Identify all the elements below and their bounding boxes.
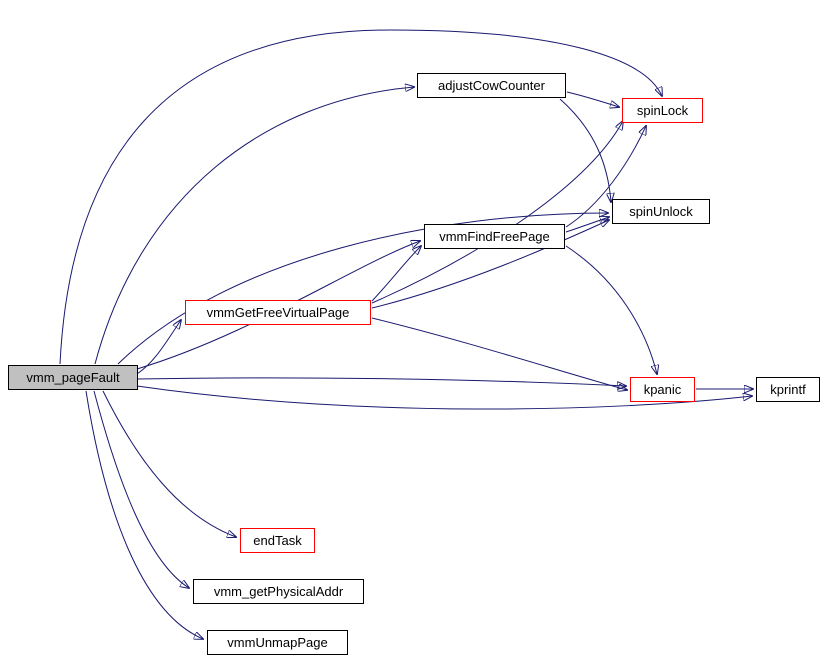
edge-vmm_pageFault-vmm_getPhysicalAddr (93, 390, 189, 588)
node-vmm_pageFault[interactable]: vmm_pageFault (8, 365, 138, 390)
edge-vmmGetFreeVirtualPage-vmmFindFreePage (371, 246, 421, 302)
node-kprintf[interactable]: kprintf (756, 377, 820, 402)
edge-vmm_pageFault-spinUnlock (117, 213, 608, 365)
node-vmmGetFreeVirtualPage[interactable]: vmmGetFreeVirtualPage (185, 300, 371, 325)
edge-vmm_pageFault-kpanic (136, 377, 626, 386)
edge-adjustCowCounter-spinUnlock (559, 98, 611, 202)
edge-vmmGetFreeVirtualPage-spinLock (371, 121, 623, 304)
node-spinUnlock[interactable]: spinUnlock (612, 199, 710, 224)
edge-vmm_pageFault-spinLock (59, 29, 662, 365)
node-vmmFindFreePage[interactable]: vmmFindFreePage (424, 224, 565, 249)
edge-vmm_pageFault-vmmGetFreeVirtualPage (136, 320, 181, 375)
edge-adjustCowCounter-spinLock (566, 91, 619, 107)
edge-vmm_pageFault-adjustCowCounter (94, 87, 414, 365)
node-adjustCowCounter[interactable]: adjustCowCounter (417, 73, 566, 98)
node-spinLock[interactable]: spinLock (622, 98, 703, 123)
edge-vmmFindFreePage-kpanic (565, 245, 657, 374)
edge-vmmGetFreeVirtualPage-spinUnlock (371, 220, 609, 309)
edge-vmmFindFreePage-spinUnlock (565, 217, 609, 233)
edge-vmmGetFreeVirtualPage-kpanic (371, 317, 627, 390)
node-vmmUnmapPage[interactable]: vmmUnmapPage (207, 630, 348, 655)
edge-vmm_pageFault-vmmUnmapPage (85, 390, 203, 639)
node-endTask[interactable]: endTask (240, 528, 315, 553)
edge-vmmFindFreePage-spinLock (565, 126, 646, 228)
node-kpanic[interactable]: kpanic (630, 377, 695, 402)
edge-vmm_pageFault-kprintf (136, 385, 752, 410)
edge-vmm_pageFault-endTask (102, 390, 236, 537)
node-vmm_getPhysicalAddr[interactable]: vmm_getPhysicalAddr (193, 579, 364, 604)
